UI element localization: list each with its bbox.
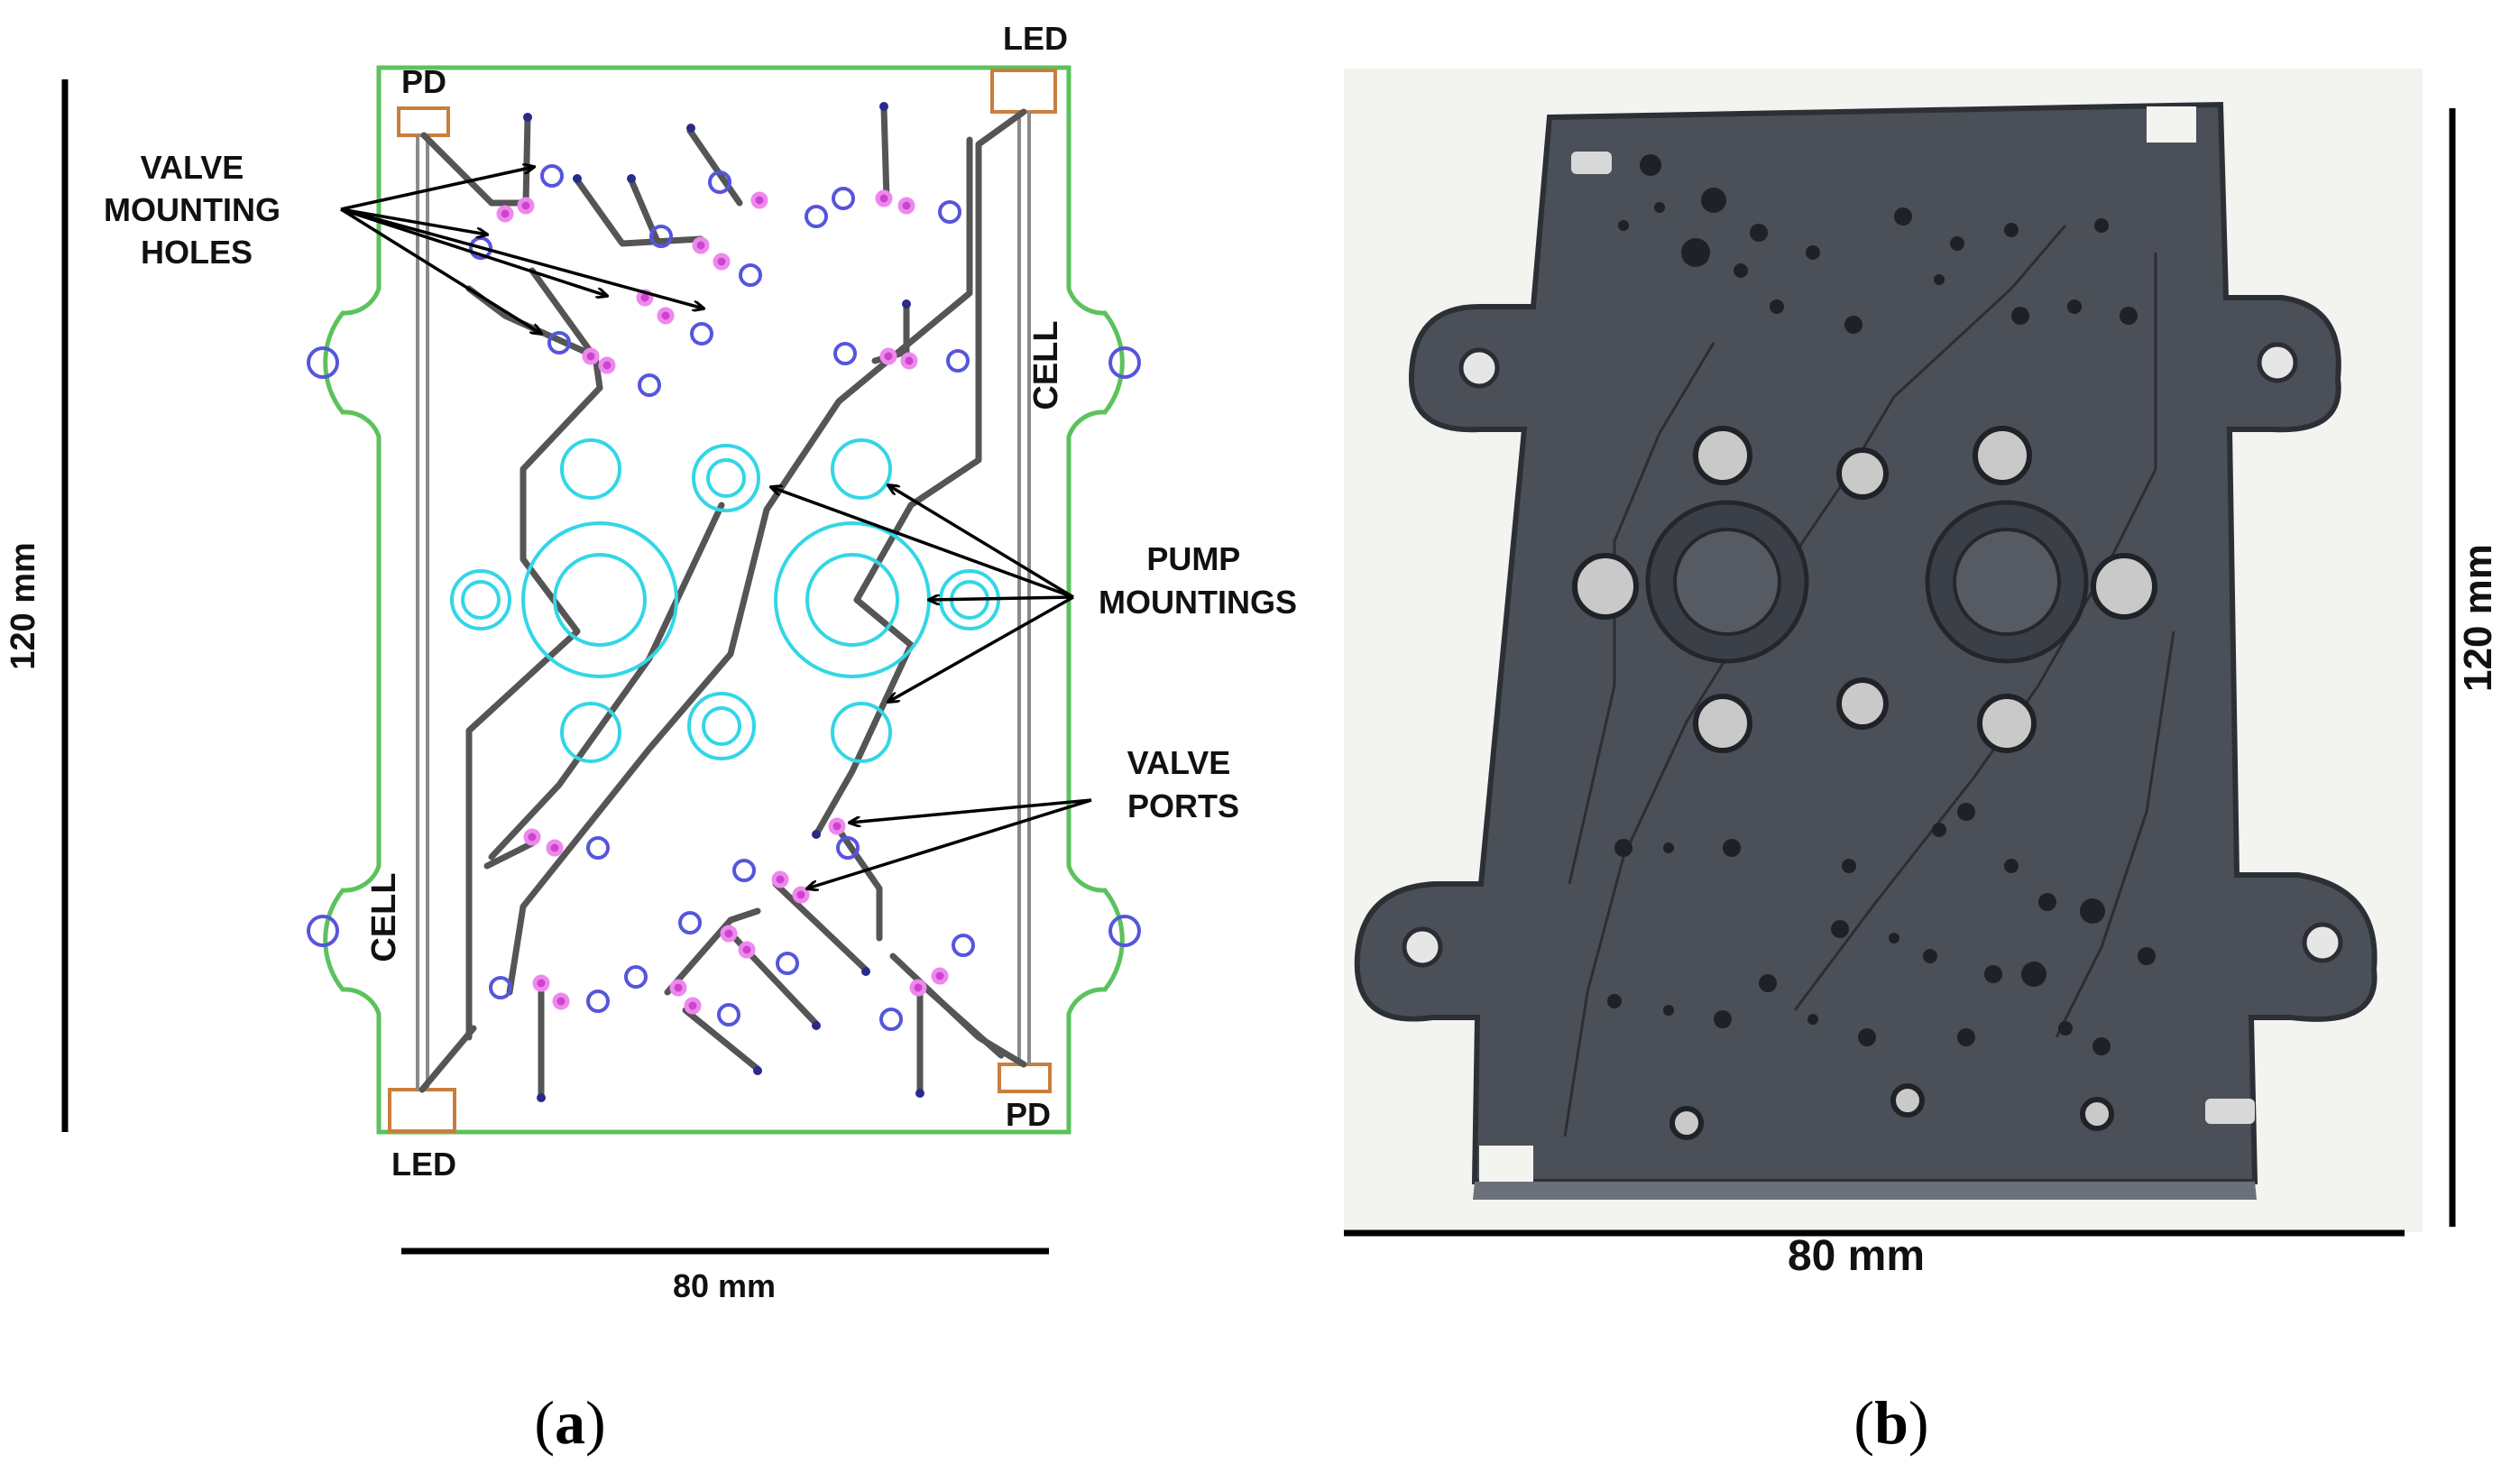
channel-left-main — [465, 384, 603, 1041]
panel-a-width-label: 80 mm — [673, 1267, 776, 1304]
fluidic-channels — [418, 105, 1027, 1100]
label-cell-right: CELL — [1027, 320, 1065, 410]
led-pad-bottom — [388, 1088, 456, 1133]
caption-b: (b) — [1853, 1388, 1928, 1457]
panel-b-height-label: 120 mm — [2456, 544, 2500, 692]
cell-channel-left — [416, 135, 429, 1090]
cell-channel-right — [1017, 112, 1031, 1064]
plate-slot-bottom-right — [2205, 1099, 2255, 1124]
panel-b-width-label: 80 mm — [1788, 1232, 1925, 1280]
plate-small-holes — [1607, 154, 2156, 1055]
label-pump-mountings: PUMP MOUNTINGS — [1099, 540, 1297, 621]
ear-hole-top-right — [1108, 346, 1141, 379]
panel-b-photo: 120 mm 80 mm (b) — [1344, 69, 2500, 1457]
channel-led-bottom — [418, 1025, 477, 1093]
plate-edge — [1473, 1182, 2257, 1200]
pd-pad-bottom — [998, 1063, 1052, 1093]
pd-pad-top — [397, 106, 450, 137]
led-pad-top — [990, 69, 1057, 114]
label-led-top: LED — [1003, 20, 1068, 57]
label-pd-top: PD — [401, 63, 446, 100]
panel-a-drawing: 120 mm — [5, 20, 1297, 1457]
label-cell-left: CELL — [365, 872, 403, 962]
channel-center-down — [506, 506, 770, 996]
caption-a: (a) — [534, 1388, 605, 1457]
ear-hole-bottom-left — [307, 915, 339, 947]
channel-led-top — [813, 108, 1027, 838]
label-led-bottom: LED — [391, 1146, 456, 1183]
label-valve-mounting-holes: VALVE MOUNTING HOLES — [104, 149, 290, 271]
channel-pd-top — [420, 132, 495, 207]
plate-notch-bottom — [1479, 1146, 1533, 1182]
channel-right-lower — [889, 953, 1027, 1068]
channel-center-up — [763, 136, 973, 513]
channel-mid-lower — [488, 502, 725, 861]
panel-a-height-label: 120 mm — [5, 542, 42, 670]
ear-hole-bottom-right — [1108, 915, 1141, 947]
plate-body — [1354, 101, 2377, 1184]
valve-mounting-holes — [469, 164, 975, 1031]
channel-endpoints — [523, 102, 924, 1102]
board-outline — [323, 65, 1125, 1135]
label-pd-bottom: PD — [1006, 1096, 1051, 1133]
pump-mountings — [450, 438, 1000, 763]
ear-hole-top-left — [307, 346, 339, 379]
plate-ear-holes — [1402, 342, 2343, 968]
annotation-arrows — [340, 167, 1092, 888]
plate-pump-centers — [1673, 528, 2061, 636]
plate-slot-top-left — [1571, 152, 1612, 174]
label-valve-ports: VALVE PORTS — [1127, 744, 1240, 824]
plate-notch-top — [2147, 106, 2196, 143]
valve-ports — [496, 189, 949, 1015]
plate-large-holes — [1572, 426, 2157, 1140]
